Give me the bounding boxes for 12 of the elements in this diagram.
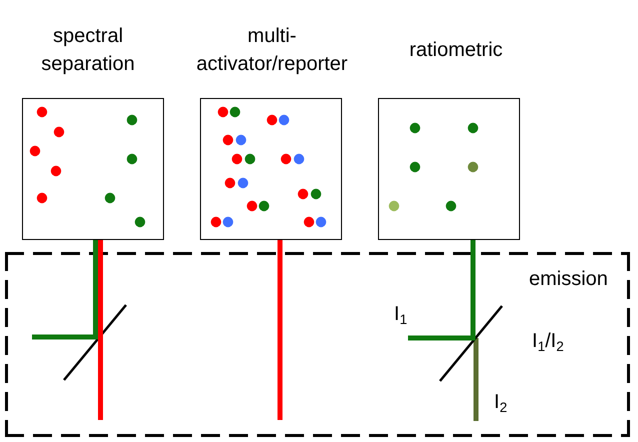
panel-heading: multi-activator/reporter (195, 24, 349, 77)
light-beam (98, 240, 103, 420)
intensity-label: I$_{2}$ (494, 390, 508, 415)
region-label: emission (529, 267, 608, 292)
light-beam (278, 240, 282, 420)
panel-heading: spectral separation (40, 24, 136, 77)
intensity-label: I$_{1}$ (394, 302, 408, 327)
dashed-region (5, 252, 630, 437)
ratio-label: I$_{1}$/I$_{2}$ (532, 329, 564, 354)
light-beam (32, 240, 98, 340)
panel-heading: ratiometric (409, 38, 503, 63)
light-beam (408, 240, 476, 340)
